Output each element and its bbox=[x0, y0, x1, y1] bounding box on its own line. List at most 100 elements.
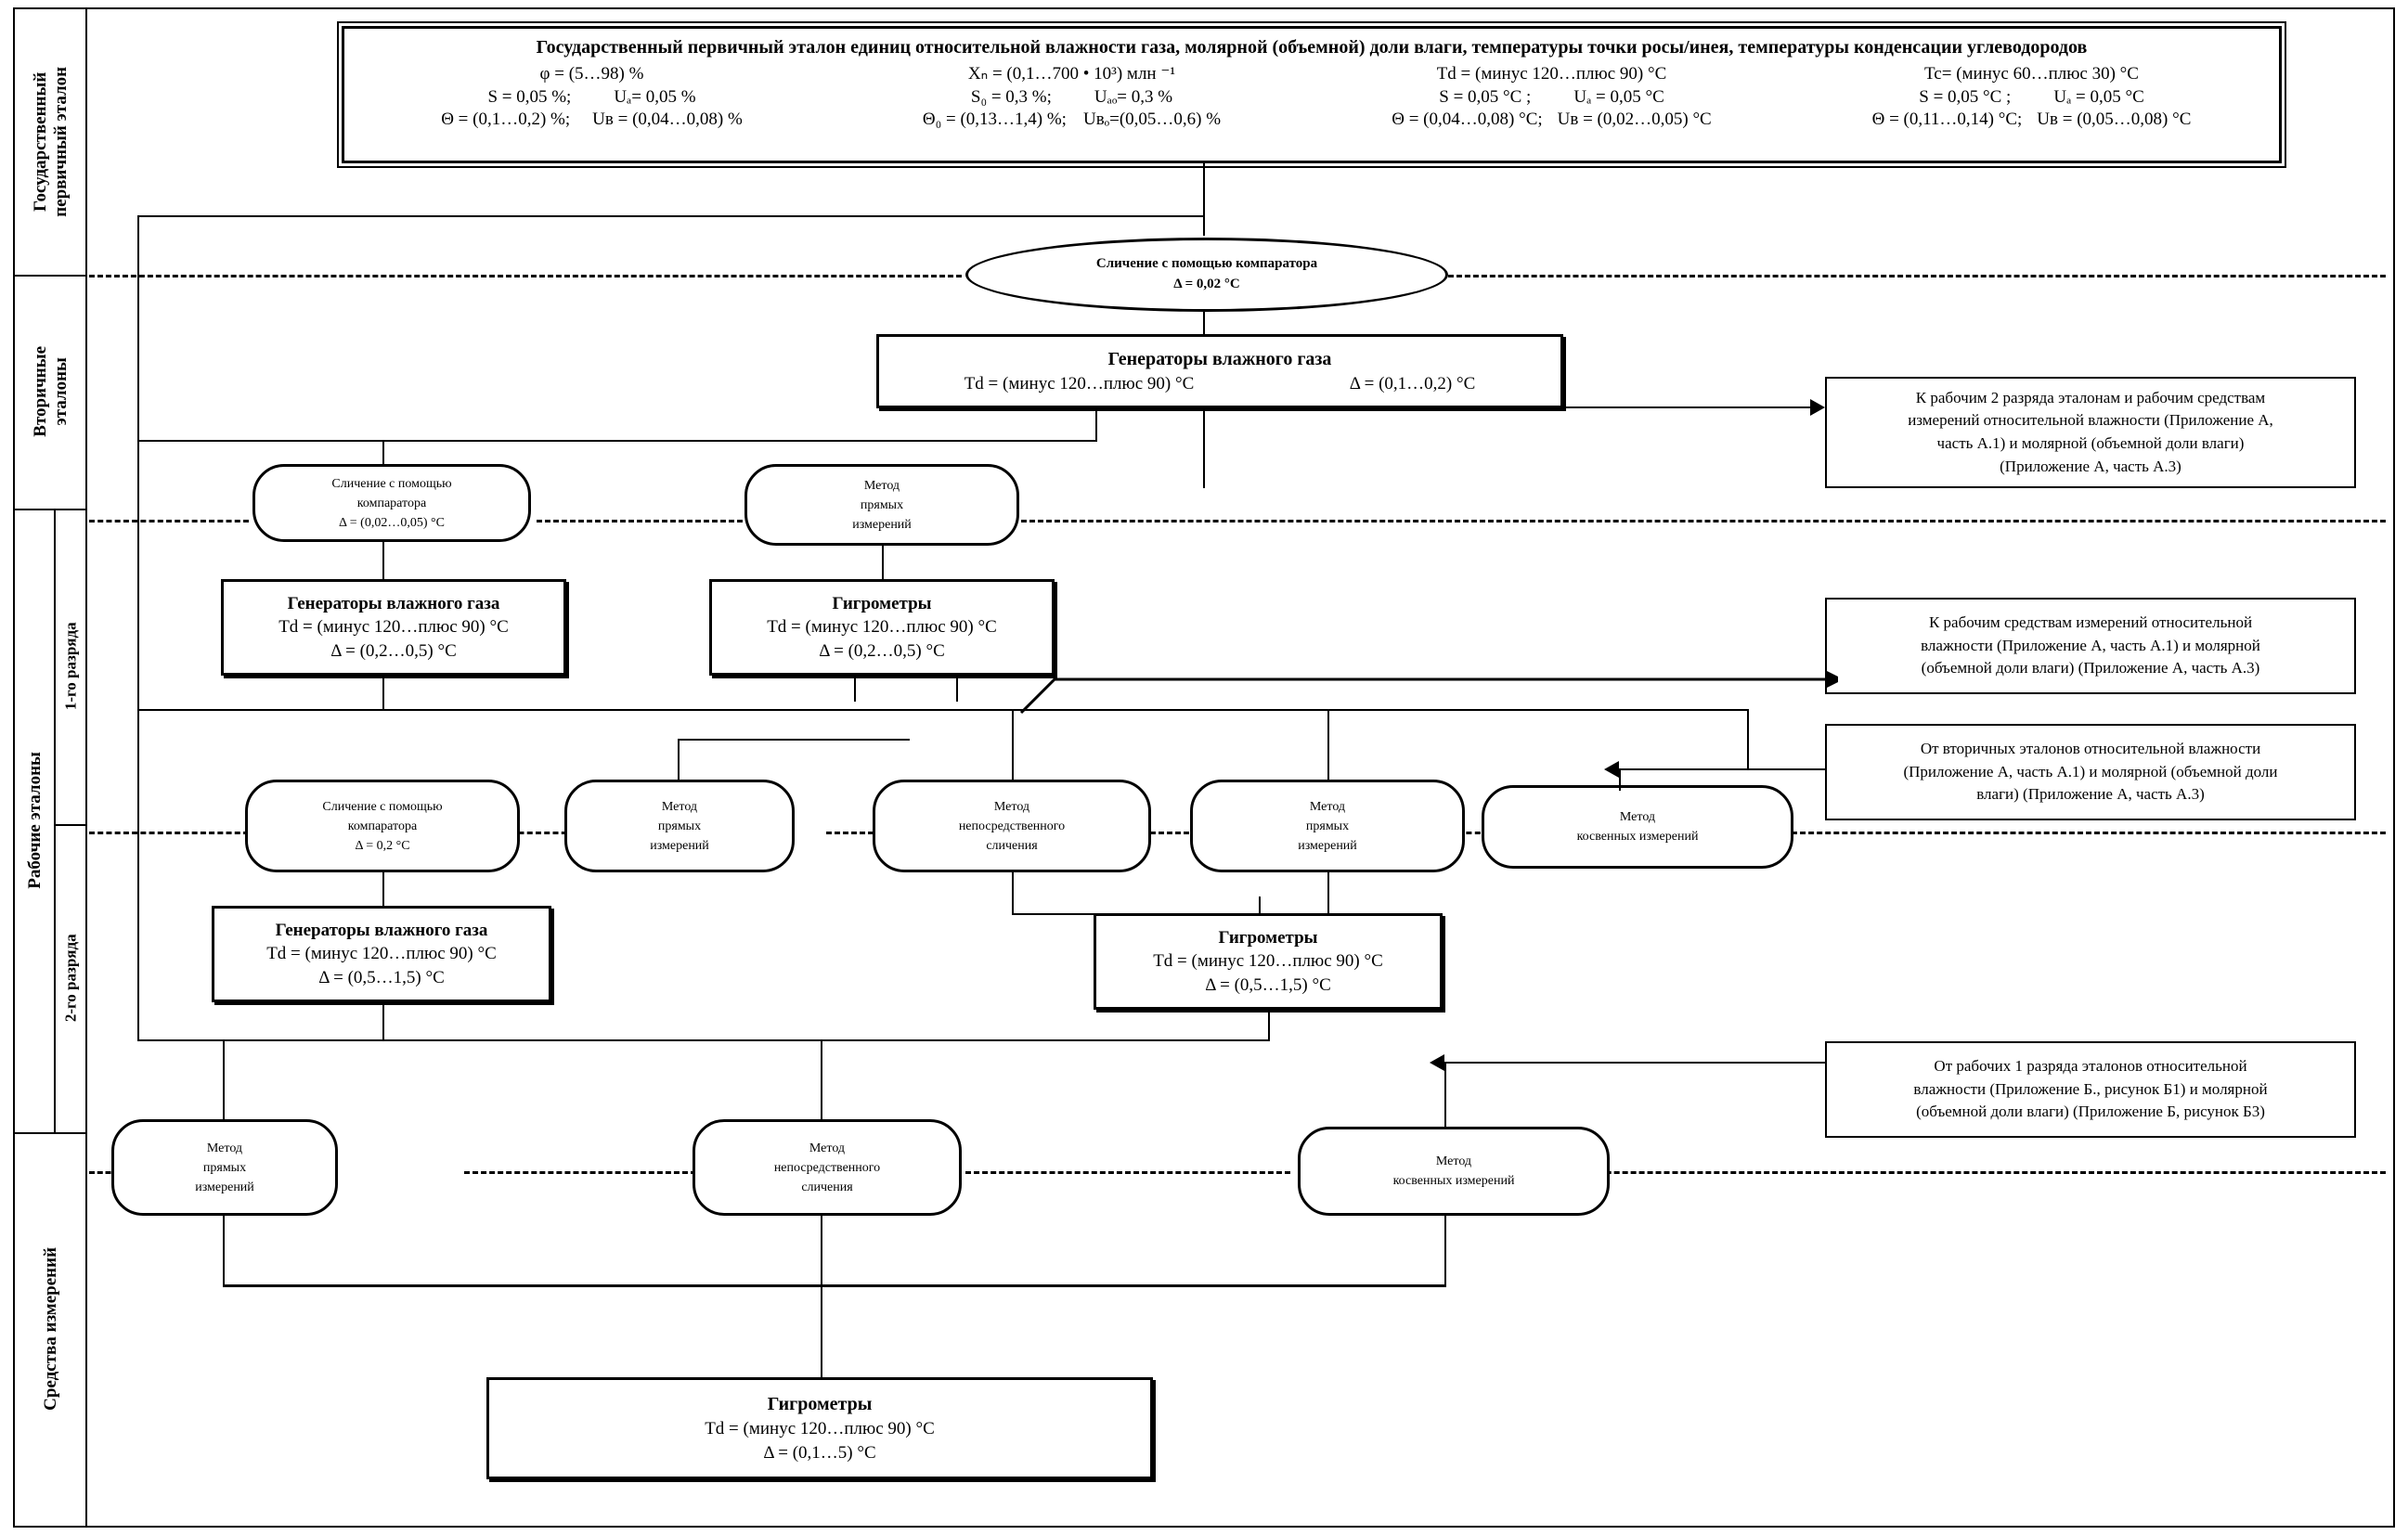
header-column: Xₙ = (0,1…700 • 10³) млн ⁻¹ S₀ = 0,3 %; … bbox=[832, 63, 1312, 132]
connector-hygro1-down-b bbox=[956, 676, 958, 702]
note-2-line-3: (объемной доли влаги) (Приложение А, час… bbox=[1921, 659, 2260, 677]
arrowhead-note3-left bbox=[1604, 761, 1619, 778]
comparator-rank2-line-2: компаратора bbox=[347, 819, 418, 833]
state-primary-standard-title: Государственный первичный эталон единиц … bbox=[536, 37, 2088, 58]
note-1-line-2: измерений относительной влажности (Прило… bbox=[1908, 411, 2273, 430]
header-cell-right: Uₐ = 0,05 °C bbox=[2053, 86, 2144, 107]
dashed-separator-rank2-a bbox=[89, 832, 249, 834]
connector-note4-inbound bbox=[1444, 1062, 1825, 1064]
connector-rank1-bus-right-drop bbox=[1747, 709, 1749, 768]
generators-secondary-range: Td = (минус 120…плюс 90) °C bbox=[964, 373, 1195, 393]
connector-directcmp2-down bbox=[1012, 872, 1014, 913]
indirect-method-mi-line-2: косвенных измерений bbox=[1392, 1174, 1515, 1188]
connector-gen2-to-comparator1 bbox=[382, 440, 384, 468]
hygrometers-rank1-delta: Δ = (0,2…0,5) °C bbox=[819, 640, 945, 661]
connector-rank1-bus bbox=[137, 709, 1747, 711]
generators-rank1-box: Генераторы влажного газа Td = (минус 120… bbox=[221, 579, 566, 676]
comparator-rank2-line-1: Сличение с помощью bbox=[322, 799, 443, 814]
header-cell-left: S = 0,05 °C ; bbox=[1919, 86, 2012, 107]
direct-comparison-rank2-line-2: непосредственного bbox=[958, 819, 1066, 833]
tier-label-text: Средства измерений bbox=[41, 1247, 61, 1411]
header-cell-left: Θ = (0,1…0,2) %; bbox=[441, 110, 571, 130]
diagram-outer-frame bbox=[13, 7, 2395, 1528]
tier-label-rank1: 1-го разряда bbox=[54, 509, 87, 824]
direct-method-rank1-line-1: Метод bbox=[863, 478, 900, 493]
header-column-range: Td = (минус 120…плюс 90) °C bbox=[1436, 64, 1667, 84]
generators-rank1-range: Td = (минус 120…плюс 90) °C bbox=[278, 617, 509, 638]
connector-comparator-to-generators bbox=[1203, 312, 1205, 334]
header-cell-left: S = 0,05 %; bbox=[487, 86, 572, 107]
header-column: Td = (минус 120…плюс 90) °C S = 0,05 °C … bbox=[1312, 63, 1792, 132]
hygrometers-rank2-delta: Δ = (0,5…1,5) °C bbox=[1205, 974, 1331, 995]
direct-comparison-rank2-line-3: сличения bbox=[986, 838, 1038, 853]
hygrometers-rank2-box: Гигрометры Td = (минус 120…плюс 90) °C Δ… bbox=[1094, 913, 1443, 1010]
header-column: Tc= (минус 60…плюс 30) °C S = 0,05 °C ; … bbox=[1792, 63, 2272, 132]
tier-label-text: 2-го разряда bbox=[61, 934, 80, 1023]
direct-method-mi-node: Метод прямых измерений bbox=[111, 1119, 338, 1216]
tier-divider-primary-secondary bbox=[15, 275, 87, 277]
indirect-method-mi-line-1: Метод bbox=[1435, 1154, 1472, 1168]
header-cell-right: Uʙ = (0,05…0,08) °C bbox=[2037, 110, 2192, 130]
tier-label-measuring-instruments: Средства измерений bbox=[15, 1132, 87, 1526]
dashed-separator-instruments-b bbox=[464, 1171, 696, 1174]
connector-gen1-down bbox=[382, 676, 384, 709]
hygrometers-rank1-title: Гигрометры bbox=[832, 593, 932, 613]
generators-rank2-title: Генераторы влажного газа bbox=[275, 920, 488, 940]
direct-method-mi-line-3: измерений bbox=[195, 1180, 254, 1194]
header-cell-right: Uʙ = (0,04…0,08) % bbox=[592, 110, 743, 130]
connector-direct2b-down bbox=[1327, 872, 1329, 913]
hygrometers-mi-range: Td = (минус 120…плюс 90) °C bbox=[705, 1418, 935, 1438]
direct-method-rank2-a-line-1: Метод bbox=[661, 799, 698, 814]
tier-label-text: 1-го разряда bbox=[61, 622, 80, 711]
tier-label-rank2: 2-го разряда bbox=[54, 824, 87, 1132]
comparator-rank1-line-1: Сличение с помощью bbox=[331, 476, 452, 491]
comparator-primary-node: Сличение с помощью компаратора Δ = 0,02 … bbox=[965, 238, 1448, 312]
direct-comparison-rank2-node: Метод непосредственного сличения bbox=[873, 780, 1151, 872]
generators-secondary-title: Генераторы влажного газа bbox=[1107, 348, 1332, 369]
dashed-separator-rank2-d bbox=[1142, 832, 1198, 834]
dashed-separator-rank2-b bbox=[501, 832, 576, 834]
direct-method-rank2-b-line-2: прямых bbox=[1305, 819, 1350, 833]
header-column: φ = (5…98) % S = 0,05 %; Uₐ= 0,05 % Θ = … bbox=[352, 63, 832, 132]
direct-comparison-mi-line-2: непосредственного bbox=[773, 1160, 881, 1175]
dashed-separator-rank2-f bbox=[1792, 832, 2386, 834]
direct-method-rank2-a-line-2: прямых bbox=[657, 819, 702, 833]
direct-method-rank2-b-line-1: Метод bbox=[1309, 799, 1346, 814]
state-primary-standard-box: Государственный первичный эталон единиц … bbox=[337, 21, 2286, 168]
generators-secondary-delta: Δ = (0,1…0,2) °C bbox=[1349, 373, 1476, 393]
comparator-rank2-line-3: Δ = 0,2 °C bbox=[355, 838, 410, 853]
rank-divider-1-2 bbox=[54, 824, 87, 826]
dashed-separator-rank1-c bbox=[1021, 520, 2386, 522]
header-cell-left: Θ₀ = (0,13…1,4) %; bbox=[922, 110, 1067, 130]
dashed-separator-rank1-b bbox=[537, 520, 743, 522]
connector-bus-to-direct2a-h bbox=[678, 739, 910, 741]
note-4-line-2: влажности (Приложение Б., рисунок Б1) и … bbox=[1913, 1079, 2268, 1098]
direct-comparison-mi-line-3: сличения bbox=[801, 1180, 853, 1194]
connector-hygro2-feed bbox=[1259, 896, 1261, 913]
note-box-1: К рабочим 2 разряда эталонам и рабочим с… bbox=[1825, 377, 2356, 488]
hygrometers-rank2-title: Гигрометры bbox=[1218, 927, 1318, 948]
tier-label-text: Рабочие эталоны bbox=[25, 752, 45, 889]
connector-gen2-to-note1 bbox=[1563, 406, 1816, 408]
rank-label-column-divider bbox=[54, 509, 56, 1132]
note-4-line-1: От рабочих 1 разряда эталонов относитель… bbox=[1934, 1057, 2247, 1076]
direct-method-mi-line-1: Метод bbox=[206, 1141, 243, 1155]
connector-rank2-out-bus bbox=[137, 1039, 1270, 1041]
comparator-rank1-line-2: компаратора bbox=[356, 496, 427, 510]
note-1-line-1: К рабочим 2 разряда эталонам и рабочим с… bbox=[1915, 388, 2266, 406]
header-cell-right: Uₐ= 0,05 % bbox=[614, 86, 696, 107]
connector-indirect2-up bbox=[1619, 768, 1621, 791]
connector-rank2-bus-drop-left bbox=[223, 1039, 225, 1130]
header-cell-right: Uₐ = 0,05 °C bbox=[1573, 86, 1664, 107]
connector-note3-to-indirect2 bbox=[1619, 768, 1825, 770]
connector-bottom-bus bbox=[223, 1284, 1446, 1287]
connector-hygro1-to-note2 bbox=[1019, 670, 1838, 715]
hygrometers-mi-delta: Δ = (0,1…5) °C bbox=[763, 1442, 876, 1463]
hygrometers-rank1-range: Td = (минус 120…плюс 90) °C bbox=[767, 617, 997, 638]
direct-comparison-rank2-line-1: Метод bbox=[993, 799, 1030, 814]
dashed-separator-primary-right bbox=[1448, 275, 2386, 277]
dashed-separator-instruments-d bbox=[1522, 1171, 2386, 1174]
dashed-separator-rank1-a bbox=[89, 520, 249, 522]
